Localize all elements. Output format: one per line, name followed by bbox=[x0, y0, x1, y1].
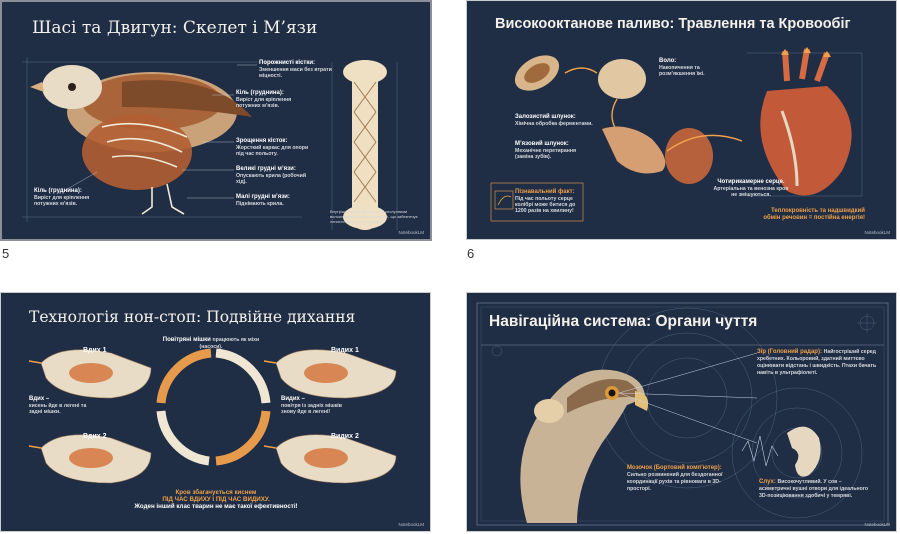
label-head: Кіль (груднина): bbox=[236, 90, 284, 96]
label-head: Чотирикамерне серце. bbox=[717, 179, 785, 185]
slide-title: Навігаційна система: Органи чуття bbox=[489, 313, 758, 330]
center-head: Повітряні мішки bbox=[162, 337, 211, 343]
right-caption: Видих – повітря із задніх мішків знову й… bbox=[281, 396, 356, 415]
label-head: Залозистий шлунок: bbox=[515, 114, 576, 120]
label-body: Опускають крила (робочий хід). bbox=[236, 172, 307, 186]
label-body: Артеріальна та венозна кров не змішуютьс… bbox=[713, 185, 789, 199]
slide-title: Шасі та Двигун: Скелет і М’язи bbox=[32, 18, 318, 38]
label-exhale-2: Видих 2 bbox=[331, 433, 359, 440]
bottom-summary: Кров збагачується киснем ПІД ЧАС ВДИХУ І… bbox=[101, 489, 331, 510]
watermark: NotebookLM bbox=[398, 522, 424, 527]
left-body: кисень йде в легені та задні мішки. bbox=[29, 402, 87, 416]
center-body: працюють як міхи (насоси). bbox=[199, 337, 260, 350]
fact-head: Пізнавальний факт: bbox=[515, 189, 575, 195]
label-inhale-1: Вдих 1 bbox=[83, 347, 107, 354]
left-head: Вдих – bbox=[29, 396, 50, 402]
summary-line-1: Кров збагачується киснем bbox=[175, 489, 257, 496]
label-head: Воло: bbox=[659, 58, 677, 64]
watermark: NotebookLM bbox=[864, 230, 890, 235]
label-keel: Кіль (груднина): Виріст для кріплення по… bbox=[236, 90, 316, 109]
right-body: повітря із задніх мішків знову йде в лег… bbox=[281, 402, 342, 416]
slide-number: 5 bbox=[2, 246, 10, 261]
digestion-circulation-illustration bbox=[490, 47, 863, 222]
slide-number: 6 bbox=[467, 246, 475, 261]
vision-caption: Зір (Головний радар): Найгостріший серед… bbox=[757, 349, 877, 377]
label-body: Виріст для кріплення потужних м’язів. bbox=[34, 194, 90, 208]
label-heart: Чотирикамерне серце. Артеріальна та вено… bbox=[711, 179, 791, 198]
bird-skeleton-illustration bbox=[22, 57, 398, 230]
label-inhale-2: Вдих 2 bbox=[83, 433, 107, 440]
label-body: Зменшення маси без втрати міцності. bbox=[259, 66, 332, 80]
hearing-body: Високочутливий. У сов – асиметричні вушн… bbox=[759, 479, 869, 499]
slide-title: Технологія нон-стоп: Подвійне дихання bbox=[29, 308, 356, 326]
watermark: NotebookLM bbox=[398, 230, 424, 235]
label-exhale-1: Видих 1 bbox=[331, 347, 359, 354]
label-body: Хімічна обробка ферментами. bbox=[515, 120, 593, 127]
label-fused-bones: Зрощення кісток: Жорсткий каркас для опо… bbox=[236, 138, 316, 157]
vision-body: Найгостріший серед хребетних. Кольоровий… bbox=[757, 349, 877, 376]
brain-caption: Мозочок (Бортовий комп’ютер): Сильно роз… bbox=[627, 465, 727, 493]
watermark: NotebookLM bbox=[864, 522, 890, 527]
breathing-cycle-illustration bbox=[28, 348, 397, 484]
brain-body: Сильно розвинений для бездоганної коорди… bbox=[627, 471, 723, 492]
falcon-senses-illustration bbox=[476, 302, 889, 526]
summary-line-2: ПІД ЧАС ВДИХУ І ПІД ЧАС ВИДИХУ. bbox=[162, 496, 270, 504]
bone-caption: Внутрішня структура кістки зі сполучними… bbox=[330, 209, 418, 224]
slide-thumbnail-6[interactable]: Високооктанове паливо: Травлення та Кров… bbox=[466, 0, 897, 240]
summary-line-2: обмін речовин = постійна енергія! bbox=[763, 214, 865, 221]
bottom-summary: Теплокровність та надшвидкий обмін речов… bbox=[747, 208, 865, 222]
center-caption: Повітряні мішки працюють як міхи (насоси… bbox=[151, 337, 271, 351]
label-head: Порожнисті кістки: bbox=[259, 60, 316, 66]
label-head: Кіль (груднина): bbox=[34, 188, 82, 194]
slide-thumbnail-senses[interactable]: Навігаційна система: Органи чуття Зір (Г… bbox=[466, 292, 897, 532]
label-body: Механічне перетирання (заміна зубів). bbox=[515, 147, 577, 161]
fact-box: Пізнавальний факт: Під час польоту серце… bbox=[515, 189, 585, 215]
label-head: Великі грудні м’язи: bbox=[236, 166, 296, 172]
slide-thumbnail-5[interactable]: Шасі та Двигун: Скелет і М’язи bbox=[0, 0, 432, 241]
label-head: Малі грудні м’язи: bbox=[236, 194, 290, 200]
label-head: Зрощення кісток: bbox=[236, 138, 288, 144]
hearing-head: Слух: bbox=[759, 479, 776, 485]
label-keel-left: Кіль (груднина): Виріст для кріплення по… bbox=[34, 188, 114, 207]
label-gizzard: М’язовий шлунок: Механічне перетирання (… bbox=[515, 141, 595, 160]
label-minor-pectoral: Малі грудні м’язи: Піднімають крила. bbox=[236, 194, 316, 207]
label-body: Накопичення та розм’якшення їжі. bbox=[659, 64, 705, 78]
label-proventriculus: Залозистий шлунок: Хімічна обробка ферме… bbox=[515, 114, 610, 127]
fact-body: Під час польоту серце колібрі може битис… bbox=[515, 195, 576, 215]
right-head: Видих – bbox=[281, 396, 305, 402]
label-body: Піднімають крила. bbox=[236, 200, 284, 207]
left-caption: Вдих – кисень йде в легені та задні мішк… bbox=[29, 396, 89, 415]
label-head: М’язовий шлунок: bbox=[515, 141, 569, 147]
label-body: Жорсткий каркас для опори під час польот… bbox=[236, 144, 309, 158]
label-hollow-bones: Порожнисті кістки: Зменшення маси без вт… bbox=[259, 60, 334, 79]
slide-title: Високооктанове паливо: Травлення та Кров… bbox=[495, 16, 851, 32]
hearing-caption: Слух: Високочутливий. У сов – асиметричн… bbox=[759, 479, 871, 500]
vision-head: Зір (Головний радар): bbox=[757, 349, 822, 355]
summary-line-3: Жоден інший клас тварин не має такої ефе… bbox=[134, 503, 298, 511]
label-major-pectoral: Великі грудні м’язи: Опускають крила (ро… bbox=[236, 166, 316, 185]
brain-head: Мозочок (Бортовий комп’ютер): bbox=[627, 465, 722, 471]
label-crop: Воло: Накопичення та розм’якшення їжі. bbox=[659, 58, 719, 77]
slide-thumbnail-breathing[interactable]: Технологія нон-стоп: Подвійне дихання Вд… bbox=[0, 292, 431, 532]
summary-line-1: Теплокровність та надшвидкий bbox=[771, 208, 865, 214]
label-body: Виріст для кріплення потужних м’язів. bbox=[236, 96, 292, 110]
